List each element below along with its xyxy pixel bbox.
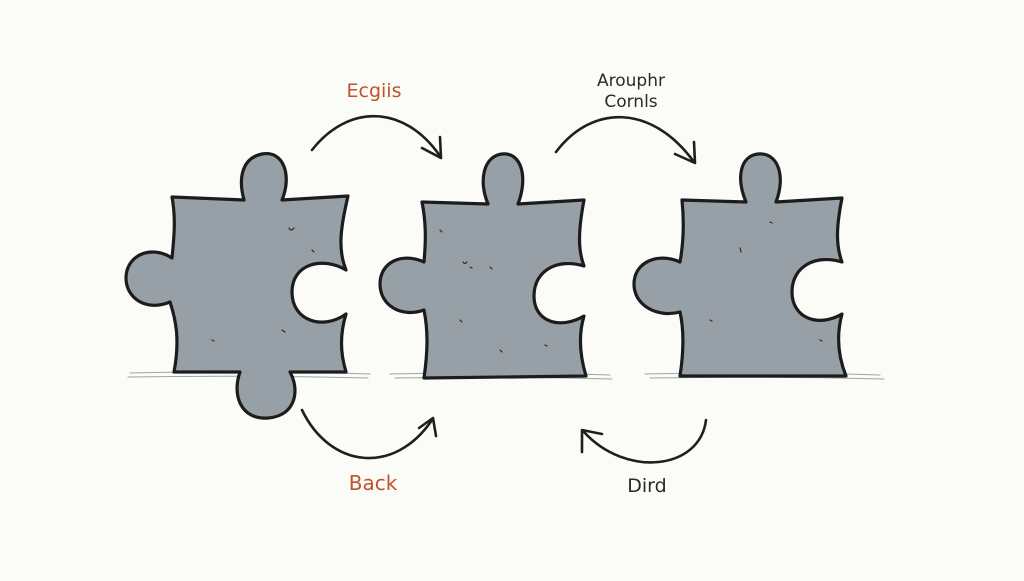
curved-arrow-icon: [554, 115, 696, 164]
label-bottom-left: Back: [349, 471, 398, 495]
puzzle-piece-icon: [632, 152, 848, 378]
puzzle-piece-2: [378, 152, 588, 380]
label-bottom-right: Dird: [627, 475, 666, 497]
puzzle-piece-icon: [378, 152, 588, 380]
curved-arrow-icon: [300, 408, 434, 460]
label-top-right-line1: Arouphr: [597, 71, 665, 91]
curved-arrow-icon: [582, 418, 708, 464]
label-top-left: Ecgiis: [347, 80, 402, 102]
puzzle-piece-3: [632, 152, 848, 378]
puzzle-piece-icon: [124, 152, 350, 420]
arrow-piece1-to-piece2-top: [310, 114, 443, 160]
arrow-piece2-to-piece3-top: [554, 115, 697, 165]
arrow-piece3-to-piece2-bottom: [580, 418, 708, 464]
label-top-right-line2: Cornls: [604, 92, 657, 112]
curved-arrow-icon: [310, 114, 442, 158]
arrow-piece1-to-piece2-bottom: [300, 408, 438, 460]
puzzle-piece-1: [124, 152, 350, 420]
